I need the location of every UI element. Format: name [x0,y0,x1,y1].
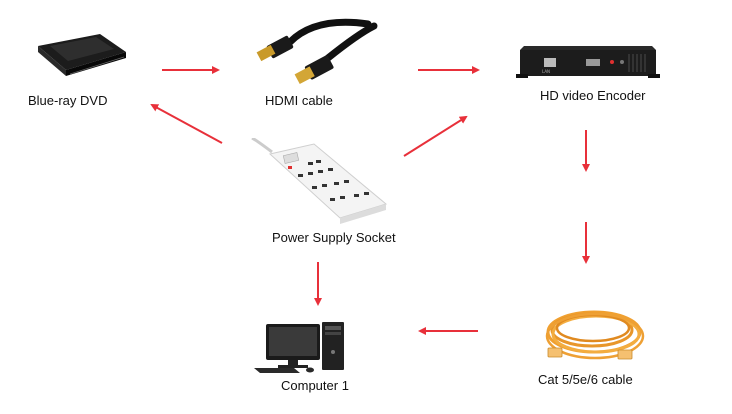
hdmi-label: HDMI cable [265,93,333,108]
computer-label: Computer 1 [281,378,349,393]
cat-cable-node [538,302,648,366]
svg-text:LAN: LAN [542,69,550,74]
bluray-label: Blue-ray DVD [28,93,108,108]
computer-node [254,318,364,374]
socket-node [250,138,390,228]
video-encoder-icon: LAN [516,46,660,78]
socket-label: Power Supply Socket [272,230,396,245]
hdmi-cable-icon [256,18,378,85]
arrow-socket-to-encoder [403,115,468,157]
ethernet-cable-icon [545,310,645,360]
encoder-label: HD video Encoder [540,88,646,103]
bluray-node [30,30,130,80]
arrow-socket-to-bluray [150,104,223,144]
power-strip-icon [251,138,388,224]
cat-cable-label: Cat 5/5e/6 cable [538,372,633,387]
encoder-node: LAN [516,40,660,82]
desktop-computer-icon [254,322,344,373]
hdmi-node [250,18,380,88]
bluray-player-icon [38,34,126,76]
